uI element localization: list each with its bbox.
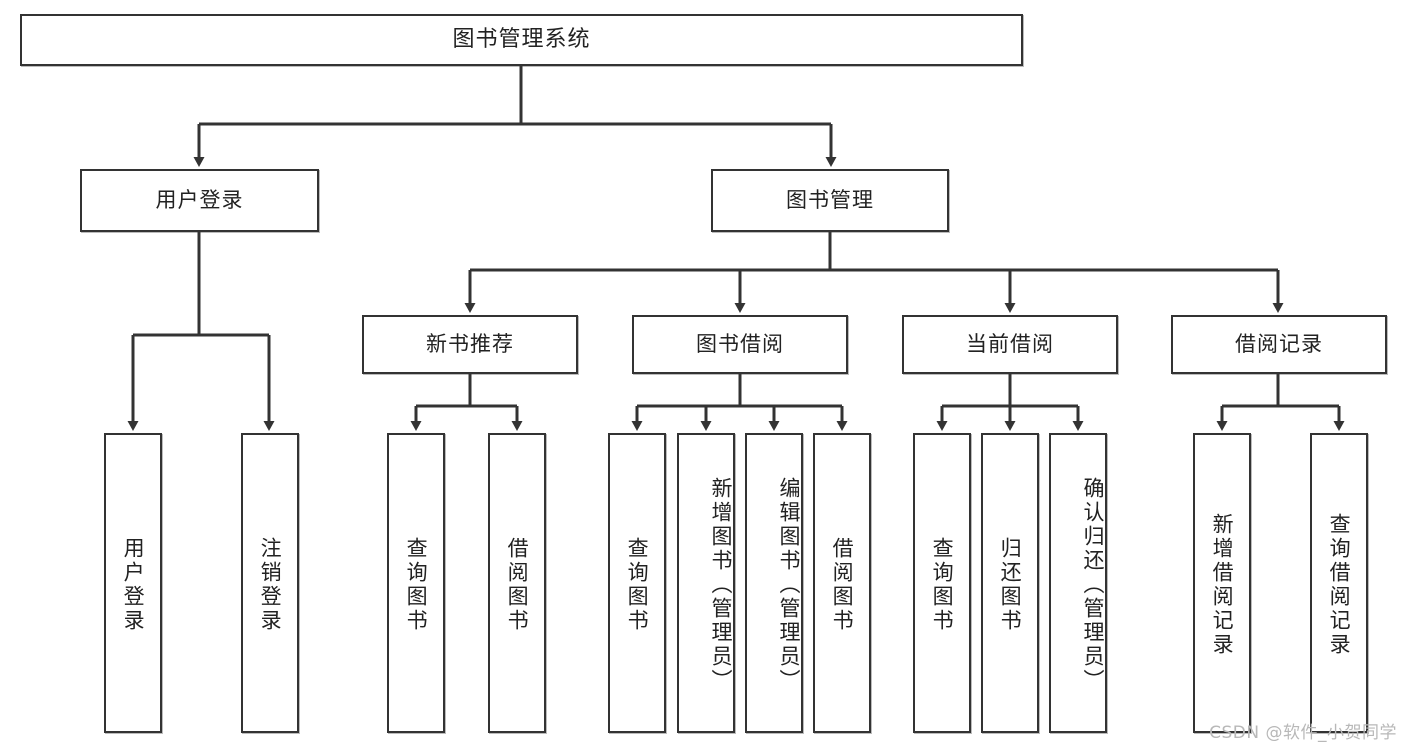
node-book-borrow[interactable]: 图书借阅 <box>632 315 848 374</box>
leaf-current-confirm-return-admin[interactable]: 确认归还（管理员） <box>1049 433 1107 733</box>
leaf-recommend-query-book[interactable]: 查询图书 <box>387 433 445 733</box>
node-new-book-recommend[interactable]: 新书推荐 <box>362 315 578 374</box>
node-borrow-record[interactable]: 借阅记录 <box>1171 315 1387 374</box>
leaf-record-query-record[interactable]: 查询借阅记录 <box>1310 433 1368 733</box>
leaf-borrow-edit-book-admin[interactable]: 编辑图书（管理员） <box>745 433 803 733</box>
leaf-user-login-signout[interactable]: 注销登录 <box>241 433 299 733</box>
leaf-borrow-query-book[interactable]: 查询图书 <box>608 433 666 733</box>
leaf-borrow-borrow-book[interactable]: 借阅图书 <box>813 433 871 733</box>
leaf-user-login-signin[interactable]: 用户登录 <box>104 433 162 733</box>
node-root-system[interactable]: 图书管理系统 <box>20 14 1023 66</box>
leaf-current-query-book[interactable]: 查询图书 <box>913 433 971 733</box>
leaf-borrow-add-book-admin[interactable]: 新增图书（管理员） <box>677 433 735 733</box>
leaf-current-return-book[interactable]: 归还图书 <box>981 433 1039 733</box>
node-user-login[interactable]: 用户登录 <box>80 169 319 232</box>
leaf-recommend-borrow-book[interactable]: 借阅图书 <box>488 433 546 733</box>
node-book-management[interactable]: 图书管理 <box>711 169 949 232</box>
leaf-record-add-record[interactable]: 新增借阅记录 <box>1193 433 1251 733</box>
node-current-borrow[interactable]: 当前借阅 <box>902 315 1118 374</box>
watermark-text: CSDN @软件_小贺同学 <box>1209 723 1397 743</box>
